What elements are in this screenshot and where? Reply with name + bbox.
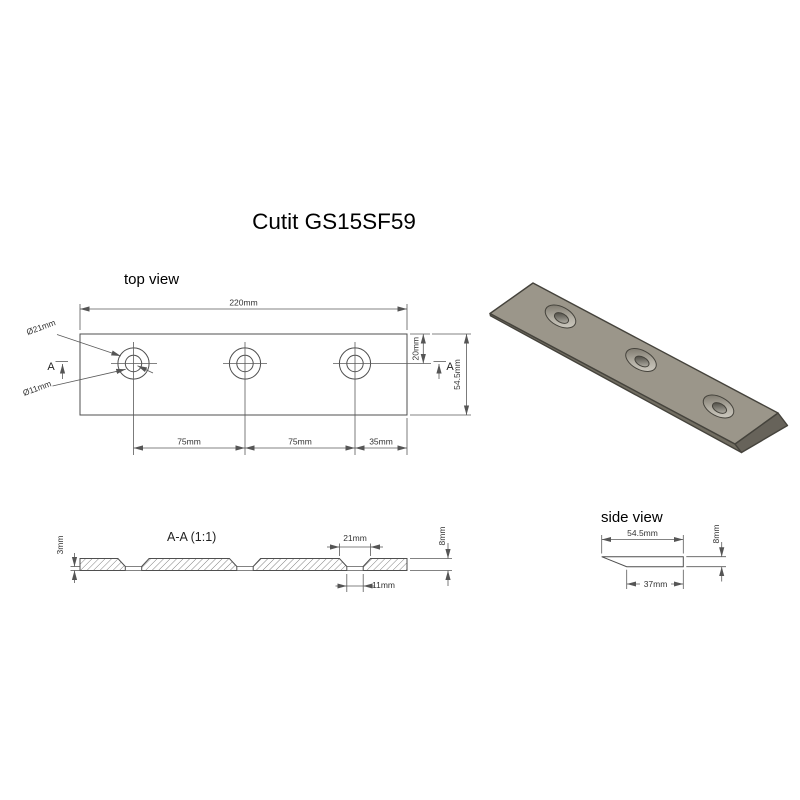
dim-54-5mm-side-label: 54.5mm	[627, 528, 658, 538]
dim-54-5mm-label: 54.5mm	[452, 359, 462, 390]
dim-75mm-1-label: 75mm	[177, 437, 201, 447]
dim-220mm: 220mm	[79, 298, 408, 330]
dim-8mm-side-label: 8mm	[711, 525, 721, 544]
iso-hole-3	[702, 394, 735, 419]
top-view: top view 220mm	[21, 271, 471, 455]
dia-21mm-label: Ø21mm	[25, 317, 57, 337]
leader-hole-dia: Ø11mm	[21, 368, 126, 398]
dim-37mm: 37mm	[626, 569, 684, 589]
side-profile-outline	[601, 556, 684, 568]
section-view-label: A-A (1:1)	[167, 530, 216, 544]
dim-11mm: 11mm	[335, 574, 395, 592]
dim-54-5mm: 54.5mm	[410, 333, 471, 416]
dim-220mm-label: 220mm	[229, 298, 257, 308]
dim-hole-spacing: 75mm 75mm 35mm	[133, 418, 408, 455]
top-view-label: top view	[124, 271, 179, 288]
side-view: side view 54.5mm 8mm 37mm	[601, 509, 726, 589]
page-title: Cutit GS15SF59	[252, 209, 416, 234]
dim-21mm-label: 21mm	[343, 533, 367, 543]
iso-hole-1	[544, 304, 577, 329]
dim-75mm-2-label: 75mm	[288, 437, 312, 447]
dim-35mm-label: 35mm	[369, 437, 393, 447]
dim-21mm: 21mm	[327, 533, 383, 556]
iso-view	[489, 282, 789, 454]
section-cut-material	[79, 558, 408, 571]
dim-8mm-section-label: 8mm	[437, 527, 447, 546]
section-letter-left: A	[47, 361, 55, 373]
plate-outline	[79, 333, 408, 416]
dim-37mm-label: 37mm	[644, 579, 668, 589]
section-view: A-A (1:1) 3mm	[55, 527, 452, 592]
dim-11mm-label: 11mm	[372, 580, 395, 590]
dim-8mm-section: 8mm	[410, 527, 452, 586]
hole-2	[223, 342, 267, 455]
dia-11mm-label: Ø11mm	[21, 378, 52, 398]
dim-54-5mm-side: 54.5mm	[601, 528, 684, 554]
dim-37mm-label-bg	[640, 578, 671, 589]
dim-20mm: 20mm	[410, 333, 430, 364]
section-letter-right: A	[446, 361, 454, 373]
section-marker-right: A	[433, 361, 454, 379]
dim-3mm-label: 3mm	[55, 536, 65, 555]
section-far-edges	[125, 566, 364, 571]
dim-20mm-label: 20mm	[411, 337, 421, 361]
dim-8mm-side: 8mm	[686, 525, 726, 582]
hole-1	[111, 342, 157, 455]
side-view-label: side view	[601, 509, 663, 526]
dim-3mm: 3mm	[55, 536, 80, 583]
section-marker-left: A	[47, 361, 68, 379]
iso-hole-2	[625, 348, 657, 372]
hole-3	[333, 342, 431, 455]
